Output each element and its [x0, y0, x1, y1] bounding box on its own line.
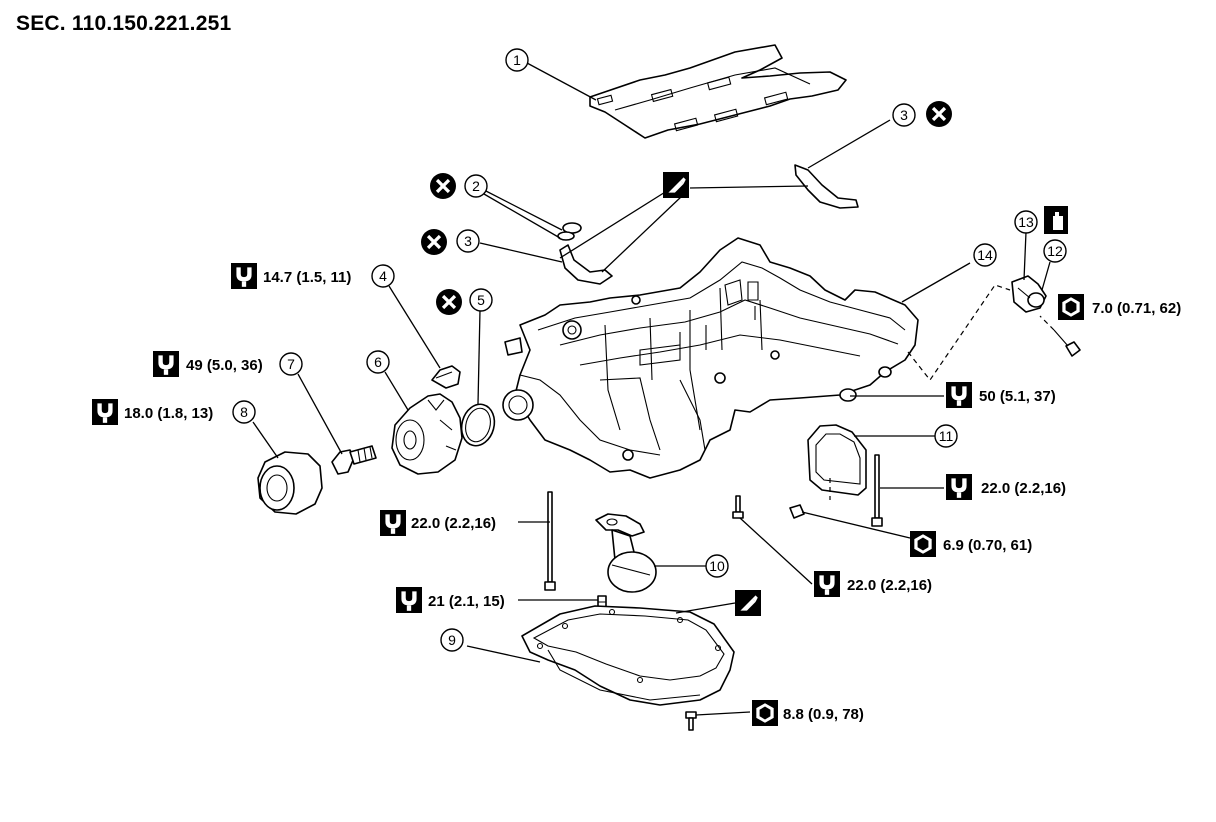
svg-text:13: 13	[1018, 214, 1034, 230]
torque-label-part-4: 14.7 (1.5, 11)	[231, 263, 351, 289]
torque-label-mid-bolt: 22.0 (2.2,16)	[814, 571, 932, 597]
callout-5: 5	[469, 288, 493, 312]
callout-6: 6	[366, 350, 390, 374]
svg-text:12: 12	[1047, 243, 1063, 259]
section-title: SEC. 110.150.221.251	[16, 12, 232, 35]
svg-text:21 (2.1, 15): 21 (2.1, 15)	[428, 593, 505, 610]
callout-3-left: 3	[456, 229, 480, 253]
wrench-icon	[396, 587, 422, 613]
wrench-icon	[92, 399, 118, 425]
svg-text:8.8 (0.9, 78): 8.8 (0.9, 78)	[783, 706, 864, 723]
oil-pressure-sensor	[1011, 275, 1047, 313]
wrench-icon	[814, 571, 840, 597]
svg-text:6.9 (0.70, 61): 6.9 (0.70, 61)	[943, 537, 1032, 554]
lower-oil-pan	[521, 605, 735, 706]
svg-text:49 (5.0, 36): 49 (5.0, 36)	[186, 357, 263, 374]
o-ring-part-5	[460, 403, 496, 447]
connector-bolt-part-7	[331, 445, 377, 475]
oil-filter-bracket	[391, 393, 463, 475]
sensor-bolt-dashed-line	[1039, 315, 1055, 331]
svg-text:11: 11	[939, 428, 954, 444]
torque-label-part-9: 8.8 (0.9, 78)	[752, 700, 864, 726]
x-circle-icon	[436, 289, 462, 315]
callout-1: 1	[505, 48, 529, 72]
sensor-mount-dashed-line	[907, 284, 1011, 382]
torque-label-drain-plug: 21 (2.1, 15)	[396, 587, 505, 613]
wrench-nm-icon	[1058, 294, 1084, 320]
baffle-plate	[589, 44, 847, 139]
svg-text:1: 1	[513, 52, 521, 68]
svg-text:18.0 (1.8, 13): 18.0 (1.8, 13)	[124, 405, 213, 422]
callout-13: 13	[1014, 210, 1038, 234]
callout-10: 10	[705, 554, 729, 578]
svg-text:3: 3	[464, 233, 472, 249]
x-circle-icon	[421, 229, 447, 255]
svg-text:7: 7	[287, 356, 295, 372]
connector-bolt-part-4	[431, 365, 461, 389]
svg-text:6: 6	[374, 354, 382, 370]
svg-text:3: 3	[900, 107, 908, 123]
oil-pan-bolt	[685, 711, 697, 731]
x-circle-icon	[430, 173, 456, 199]
svg-text:14.7 (1.5, 11): 14.7 (1.5, 11)	[263, 269, 351, 286]
callout-12: 12	[1043, 239, 1067, 263]
svg-text:7.0 (0.71, 62): 7.0 (0.71, 62)	[1092, 300, 1181, 317]
mid-bolt	[732, 495, 744, 519]
callout-7: 7	[279, 352, 303, 376]
svg-text:5: 5	[477, 292, 485, 308]
svg-text:22.0 (2.2,16): 22.0 (2.2,16)	[411, 515, 496, 532]
oil-can-icon	[1044, 206, 1068, 234]
long-bolt-left	[544, 491, 556, 591]
svg-text:22.0 (2.2,16): 22.0 (2.2,16)	[847, 577, 932, 594]
callout-3-right: 3	[892, 103, 916, 127]
long-bolt-right	[871, 454, 883, 527]
small-bolt-cover	[789, 504, 805, 519]
wrench-icon	[231, 263, 257, 289]
callout-14: 14	[973, 243, 997, 267]
svg-text:2: 2	[472, 178, 480, 194]
svg-text:10: 10	[709, 558, 725, 574]
x-circle-icon	[926, 101, 952, 127]
callout-4: 4	[371, 264, 395, 288]
torque-label-part-11-bolt: 22.0 (2.2,16)	[946, 474, 1066, 500]
torque-label-long-bolt-left: 22.0 (2.2,16)	[380, 510, 496, 536]
torque-label-part-12: 7.0 (0.71, 62)	[1058, 294, 1181, 320]
oil-pan-gasket-right	[794, 164, 859, 209]
torque-label-part-8: 18.0 (1.8, 13)	[92, 399, 213, 425]
wrench-icon	[153, 351, 179, 377]
torque-label-part-7: 49 (5.0, 36)	[153, 351, 263, 377]
wrench-icon	[946, 382, 972, 408]
rear-cover-plate	[807, 424, 867, 500]
svg-text:22.0 (2.2,16): 22.0 (2.2,16)	[981, 480, 1066, 497]
oil-filter	[257, 451, 323, 515]
svg-text:14: 14	[977, 247, 993, 263]
sensor-bolt	[1053, 329, 1081, 357]
wrench-icon	[380, 510, 406, 536]
wrench-nm-icon	[910, 531, 936, 557]
svg-text:9: 9	[448, 632, 456, 648]
o-ring-part-2	[557, 222, 582, 241]
wrench-icon	[946, 474, 972, 500]
callout-9: 9	[440, 628, 464, 652]
svg-text:8: 8	[240, 404, 248, 420]
callout-11: 11	[934, 424, 958, 448]
upper-oil-pan	[502, 237, 919, 479]
svg-text:50 (5.1, 37): 50 (5.1, 37)	[979, 388, 1056, 405]
wrench-nm-icon	[752, 700, 778, 726]
svg-text:4: 4	[379, 268, 387, 284]
torque-label-part-14: 50 (5.1, 37)	[946, 382, 1056, 408]
callout-8: 8	[232, 400, 256, 424]
oil-strainer	[595, 513, 657, 593]
callout-2: 2	[464, 174, 488, 198]
leader-lines	[252, 62, 1051, 716]
sealant-tube-icon	[735, 590, 761, 616]
torque-label-cover-bolt: 6.9 (0.70, 61)	[910, 531, 1032, 557]
oil-pan-gasket-left	[559, 244, 613, 285]
sealant-tube-icon	[663, 172, 689, 198]
